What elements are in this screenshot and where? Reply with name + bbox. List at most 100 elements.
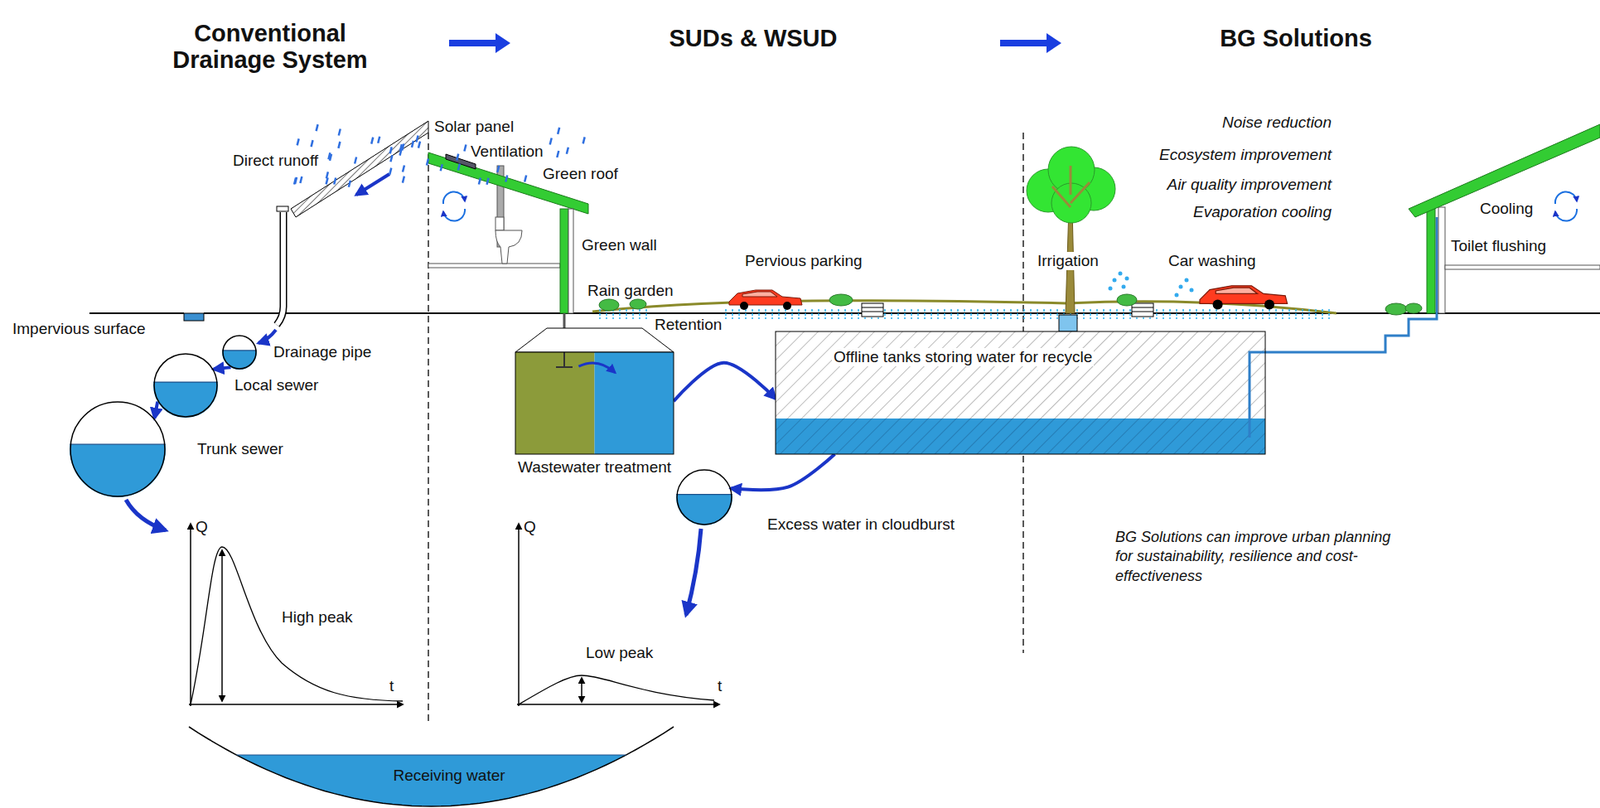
raindrop [311,140,314,147]
callout-label: Solar panel [434,117,514,136]
infiltration-drop [963,309,966,320]
infiltration-drop [784,309,787,320]
raindrop [294,177,297,184]
infiltration-drop [817,309,820,320]
raindrop [299,176,302,184]
flow-arrow [213,367,232,369]
infiltration-drop [1122,309,1125,320]
axis-label: Q [523,517,537,537]
section-title: Conventional Drainage System [162,20,378,74]
treatment-tank: Wastewater treatment [515,352,674,455]
callout-label: Ventilation [470,142,544,161]
car [1213,299,1223,310]
infiltration-drop [1023,309,1025,320]
infiltration-drop [804,309,807,320]
infiltration-drop [1228,309,1231,320]
raindrop [400,149,402,156]
hydrograph-curve [518,675,715,705]
raindrop [456,154,459,161]
node-label: Trunk sewer [197,439,284,459]
callout-label: Cooling [1479,199,1533,218]
hydrograph-high [188,523,403,706]
drainage-pipe: Drainage pipe [222,334,257,370]
green-wall [1426,207,1436,314]
axis-label: Q [195,517,208,537]
air-swirl [443,208,465,222]
benefit-label: Ecosystem improvement [1159,145,1332,165]
water-spray [1125,276,1130,281]
overflow-pipe: Excess water in cloudburst [676,468,733,526]
wall [1438,207,1446,314]
raindrop [338,141,340,149]
sewer-pipe: Local sewer [153,352,218,418]
water-spray [1108,286,1113,291]
infiltration-drop [618,309,621,320]
car [739,301,749,310]
gutter [276,206,289,212]
raindrop [328,152,330,160]
raindrop [326,177,329,184]
infiltration-drop [937,309,939,320]
section-title: SUDs & WSUD [668,25,837,53]
callout-label: Toilet flushing [1450,236,1547,256]
callout-label: Impervious surface [12,319,146,339]
infiltration-drop [831,309,833,320]
infiltration-drop [1195,309,1198,320]
node-label: Receiving water [392,766,505,785]
infiltration-drop [791,309,793,320]
infiltration-drop [976,309,979,320]
infiltration-drop [1314,309,1317,320]
raindrop [297,138,300,146]
receiving-water: Receiving water [188,726,674,807]
downpipe [276,212,284,325]
infiltration-drop [738,309,740,320]
infiltration-drop [950,309,953,320]
infiltration-drop [731,309,734,320]
storage-tank: Offline tanks storing water for recycle [775,331,1266,455]
tank-neck [515,328,674,353]
raindrop [557,127,560,135]
inlet [183,313,204,321]
infiltration-drop [1222,309,1224,320]
water-spray [1184,278,1190,283]
raindrop [402,176,405,184]
water-level [153,381,218,383]
stored-water [775,418,1266,455]
air-swirl [1555,208,1577,222]
infiltration-drop [824,309,827,320]
infiltration-drop [923,309,926,320]
raindrop [326,171,329,179]
infiltration-drop [1255,309,1257,320]
infiltration-drop [910,309,913,320]
raindrop [487,178,489,185]
floor [428,263,561,268]
infiltration-drop [1288,309,1291,320]
raindrop [497,165,499,173]
infiltration-drop [1261,309,1264,320]
infiltration-drop [811,309,813,320]
green-roof [428,152,589,214]
infiltration-drop [1308,309,1310,320]
axis [189,523,192,706]
raindrop [505,174,508,182]
infiltration-drop [957,309,959,320]
infiltration-drop [625,309,628,320]
infiltration-drop [751,309,754,320]
infiltration-drop [1295,309,1297,320]
infiltration-drop [850,309,853,320]
infiltration-drop [890,309,893,320]
sewer-pipe-shape [153,352,218,418]
water-spray [1189,288,1194,293]
infiltration-drop [1096,309,1098,320]
raindrop [338,128,341,136]
infiltration-drop [1215,309,1218,320]
recycle-pipe [1249,352,1266,438]
stage-arrow [449,33,511,54]
hydrograph-curve [190,546,403,705]
water-spray [1179,285,1184,290]
infiltration-drop [1056,309,1059,320]
infiltration-drop [764,309,767,320]
tree-pit [1058,314,1078,332]
car [783,301,792,310]
raindrop [377,136,380,144]
